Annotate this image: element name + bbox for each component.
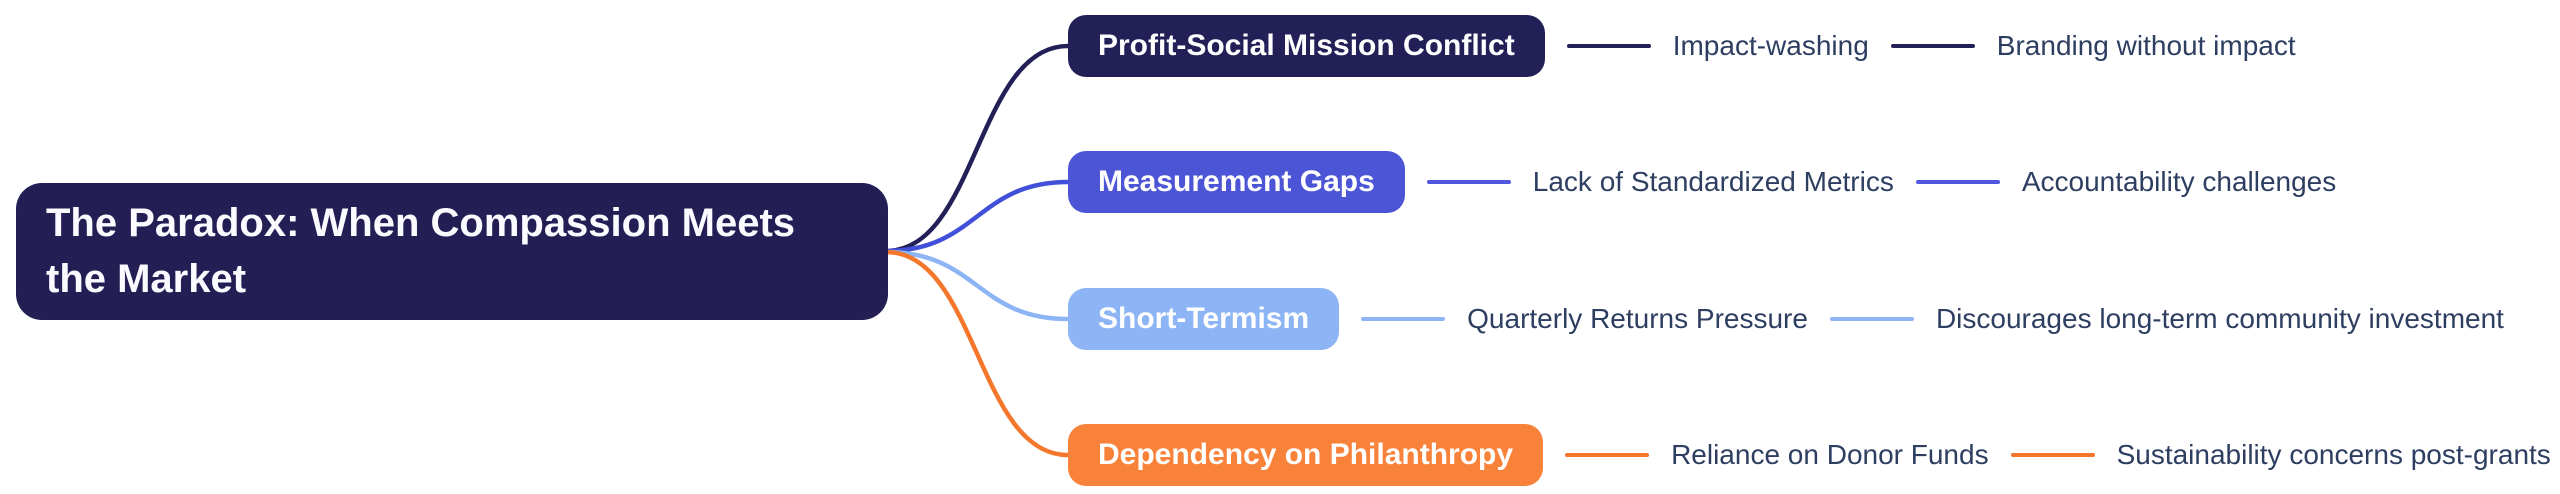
connector-line: [2010, 453, 2095, 457]
leaf-quarterly-returns-pressure[interactable]: Quarterly Returns Pressure: [1467, 303, 1808, 334]
connector-line: [1361, 317, 1446, 321]
branch-node-profit-social-mission-conflict[interactable]: Profit-Social Mission Conflict: [1068, 15, 1545, 77]
branch-row-profit-social-mission-conflict: Profit-Social Mission Conflict Impact-wa…: [1068, 15, 2296, 77]
leaf-branding-without-impact[interactable]: Branding without impact: [1996, 30, 2296, 61]
connector-line: [1915, 180, 2000, 184]
branch-node-label: Measurement Gaps: [1098, 165, 1375, 198]
connector-line: [1565, 453, 1650, 457]
branch-curve-short-termism: [883, 249, 1071, 322]
root-node-label: The Paradox: When Compassion Meets the M…: [46, 201, 796, 301]
branch-node-label: Profit-Social Mission Conflict: [1098, 29, 1515, 62]
leaf-sustainability-concerns-post-grants[interactable]: Sustainability concerns post-grants: [2116, 439, 2551, 470]
root-node[interactable]: The Paradox: When Compassion Meets the M…: [16, 183, 888, 320]
branch-row-measurement-gaps: Measurement Gaps Lack of Standardized Me…: [1068, 151, 2336, 213]
leaf-accountability-challenges[interactable]: Accountability challenges: [2021, 166, 2337, 197]
connector-line: [1426, 180, 1511, 184]
leaf-impact-washing[interactable]: Impact-washing: [1672, 30, 1869, 61]
leaf-lack-of-standardized-metrics[interactable]: Lack of Standardized Metrics: [1532, 166, 1894, 197]
leaf-discourages-long-term-community-investment[interactable]: Discourages long-term community investme…: [1935, 303, 2504, 334]
branch-node-label: Dependency on Philanthropy: [1098, 438, 1514, 471]
branch-row-dependency-on-philanthropy: Dependency on Philanthropy Reliance on D…: [1068, 424, 2551, 486]
connector-line: [1890, 44, 1975, 48]
leaf-reliance-on-donor-funds[interactable]: Reliance on Donor Funds: [1671, 439, 1989, 470]
branch-curve-measurement-gaps: [883, 179, 1071, 254]
branch-node-short-termism[interactable]: Short-Termism: [1068, 288, 1340, 350]
branch-curve-profit-social-mission-conflict: [883, 43, 1071, 254]
branch-node-measurement-gaps[interactable]: Measurement Gaps: [1068, 151, 1405, 213]
connector-line: [1829, 317, 1914, 321]
connector-line: [1566, 44, 1651, 48]
branch-node-label: Short-Termism: [1098, 302, 1310, 335]
branch-node-dependency-on-philanthropy[interactable]: Dependency on Philanthropy: [1068, 424, 1544, 486]
branch-curve-dependency-on-philanthropy: [883, 249, 1071, 458]
branch-row-short-termism: Short-Termism Quarterly Returns Pressure…: [1068, 288, 2504, 350]
